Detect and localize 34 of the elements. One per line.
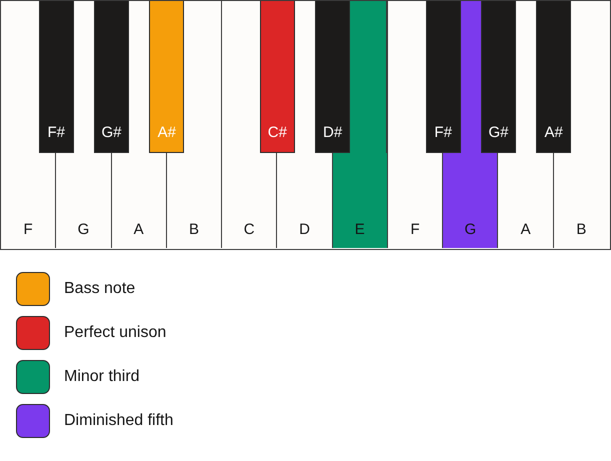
legend-label: Minor third xyxy=(64,367,140,387)
note-label: F xyxy=(24,221,33,238)
legend-label: Diminished fifth xyxy=(64,411,174,431)
note-label: A xyxy=(134,221,144,238)
sharp-key xyxy=(94,1,130,153)
natural-key xyxy=(332,153,388,248)
note-label: F# xyxy=(48,124,66,141)
natural-key xyxy=(443,153,498,248)
natural-key xyxy=(112,153,167,248)
note-label: G# xyxy=(102,124,122,141)
note-label: G xyxy=(464,221,476,238)
sharp-key xyxy=(315,1,350,153)
note-label: D# xyxy=(323,124,342,141)
note-label: B xyxy=(576,221,586,238)
note-label: D xyxy=(299,221,310,238)
sharp-key xyxy=(480,1,516,153)
sharp-key xyxy=(426,1,461,153)
legend-label: Bass note xyxy=(64,279,136,299)
sharp-key xyxy=(536,1,572,153)
note-label: C# xyxy=(268,124,287,141)
sharp-key xyxy=(38,1,74,153)
note-label: A# xyxy=(158,124,176,141)
note-label: A# xyxy=(544,124,563,141)
sharp-key xyxy=(260,1,295,153)
note-label: F# xyxy=(434,124,452,141)
note-label: B xyxy=(188,221,199,238)
sharp-key xyxy=(149,1,184,153)
note-label: C xyxy=(244,221,255,238)
note-label: A xyxy=(520,221,531,238)
note-label: E xyxy=(354,221,365,238)
note-label: G xyxy=(78,221,90,238)
note-label: F xyxy=(410,221,420,238)
legend-label: Perfect unison xyxy=(64,323,166,343)
note-label: G# xyxy=(488,124,508,141)
